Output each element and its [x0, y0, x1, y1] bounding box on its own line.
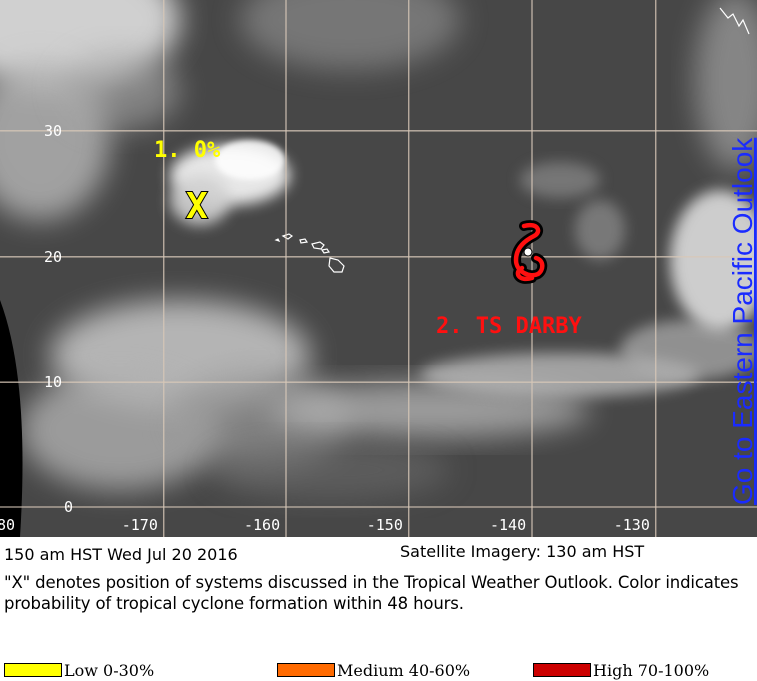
legend-medium-swatch: [277, 663, 335, 677]
map-canvas: 30 20 10 0 180 -170 -160 -150 -140 -130 1. 0% X 2…: [0, 0, 757, 537]
legend-low: Low 0-30%: [4, 660, 154, 680]
earth-limb: [0, 300, 23, 537]
legend-high-swatch: [533, 663, 591, 677]
longitude-label: 180: [0, 516, 15, 534]
latitude-label: 10: [44, 373, 62, 391]
system-2[interactable]: 2. TS DARBY: [436, 220, 582, 339]
legend-high: High 70-100%: [533, 660, 709, 680]
longitude-label: -160: [244, 516, 280, 534]
issued-time: 150 am HST Wed Jul 20 2016: [4, 545, 238, 564]
legend-medium: Medium 40-60%: [277, 660, 470, 680]
system-1-label: 1. 0%: [154, 138, 221, 163]
hawaiian-islands: [274, 233, 345, 273]
satellite-map: 30 20 10 0 180 -170 -160 -150 -140 -130 1. 0% X 2…: [0, 0, 757, 537]
system-2-label: 2. TS DARBY: [436, 314, 582, 339]
probability-legend: Low 0-30% Medium 40-60% High 70-100%: [0, 656, 757, 681]
eastern-pacific-outlook-link[interactable]: Go to Eastern Pacific Outlook: [727, 137, 757, 505]
system-1[interactable]: 1. 0% X: [154, 138, 221, 228]
info-bar: 150 am HST Wed Jul 20 2016 Satellite Ima…: [0, 537, 757, 569]
tropical-storm-icon[interactable]: [510, 220, 548, 284]
longitude-label: -130: [614, 516, 650, 534]
longitude-label: -140: [490, 516, 526, 534]
imagery-time: Satellite Imagery: 130 am HST: [400, 542, 645, 561]
grid-labels: 30 20 10 0 180 -170 -160 -150 -140 -130: [0, 122, 650, 534]
legend-low-swatch: [4, 663, 62, 677]
eastern-pacific-outlook-link-text[interactable]: Go to Eastern Pacific Outlook: [727, 137, 757, 505]
legend-high-label: High 70-100%: [593, 660, 710, 680]
outlook-description: "X" denotes position of systems discusse…: [4, 573, 739, 613]
legend-low-label: Low 0-30%: [64, 660, 155, 680]
latitude-label: 20: [44, 248, 62, 266]
legend-medium-label: Medium 40-60%: [337, 660, 471, 680]
coastline: [719, 7, 750, 35]
system-1-x-marker[interactable]: X: [185, 185, 209, 228]
longitude-label: -170: [122, 516, 158, 534]
longitude-label: -150: [367, 516, 403, 534]
cloud-cover: [0, 0, 757, 500]
latitude-label: 30: [44, 122, 62, 140]
latitude-label: 0: [64, 498, 73, 516]
lat-lon-grid: [0, 0, 757, 537]
